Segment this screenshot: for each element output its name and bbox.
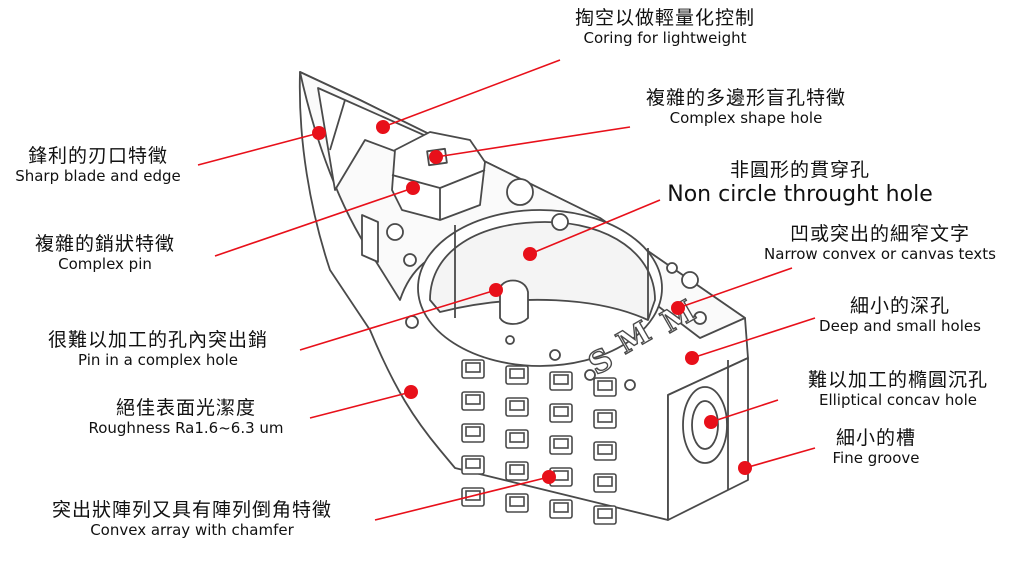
array-boss-chamfer [553, 438, 569, 449]
callout-convex-array-en: Convex array with chamfer [90, 520, 294, 539]
array-boss-chamfer [509, 464, 525, 475]
callout-fine-groove-zh: 細小的槽 [835, 427, 916, 449]
callout-narrow-text-zh: 凹或突出的細窄文字 [789, 223, 971, 245]
callout-coring: 掏空以做輕量化控制 Coring for lightweight [574, 7, 756, 47]
array-boss-chamfer [597, 444, 613, 455]
through-hole-inner [429, 221, 656, 321]
callout-fine-groove-en: Fine groove [832, 448, 920, 467]
callout-non-circle-hole-en: Non circle throught hole [667, 181, 933, 207]
array-boss-chamfer [509, 432, 525, 443]
callout-deep-holes: 細小的深孔 Deep and small holes [819, 295, 981, 335]
array-boss-chamfer [465, 394, 481, 405]
callout-complex-pin-zh: 複雜的銷狀特徵 [34, 233, 176, 255]
callout-pin-in-hole-zh: 很難以加工的孔內突出銷 [47, 329, 269, 351]
array-boss-chamfer [465, 458, 481, 469]
callout-convex-array-zh: 突出狀陣列又具有陣列倒角特徵 [51, 499, 333, 521]
array-boss-chamfer [465, 362, 481, 373]
callout-deep-holes-en: Deep and small holes [819, 316, 981, 335]
array-boss-chamfer [553, 502, 569, 513]
callout-roughness-en: Roughness Ra1.6~6.3 um [88, 418, 284, 437]
array-boss-chamfer [597, 476, 613, 487]
array-boss-chamfer [597, 412, 613, 423]
inner-pin [499, 279, 529, 325]
callout-sharp-edge: 鋒利的刃口特徵 Sharp blade and edge [15, 145, 181, 185]
array-boss-chamfer [509, 496, 525, 507]
callout-dots [312, 120, 752, 484]
callout-coring-en: Coring for lightweight [583, 28, 747, 47]
callout-narrow-text-en: Narrow convex or canvas texts [764, 244, 996, 263]
array-boss-chamfer [509, 400, 525, 411]
callout-complex-pin-en: Complex pin [58, 254, 152, 273]
callout-complex-pin: 複雜的銷狀特徵 Complex pin [34, 233, 176, 273]
callout-fine-groove: 細小的槽 Fine groove [832, 427, 920, 467]
callout-sharp-edge-en: Sharp blade and edge [15, 166, 181, 185]
array-boss-chamfer [553, 406, 569, 417]
callout-sharp-edge-zh: 鋒利的刃口特徵 [27, 145, 169, 167]
callout-non-circle-hole-zh: 非圓形的貫穿孔 [729, 159, 871, 181]
array-boss-chamfer [597, 508, 613, 519]
callout-roughness-zh: 絕佳表面光潔度 [115, 397, 257, 419]
callout-pin-in-hole-en: Pin in a complex hole [78, 350, 238, 369]
callout-coring-zh: 掏空以做輕量化控制 [574, 7, 756, 29]
callout-complex-shape-hole: 複雜的多邊形盲孔特徵 Complex shape hole [645, 87, 847, 127]
array-boss-chamfer [553, 374, 569, 385]
top-pin [391, 131, 486, 221]
callout-non-circle-hole: 非圓形的貫穿孔 Non circle throught hole [667, 159, 933, 207]
array-boss-chamfer [553, 470, 569, 481]
callout-elliptical-hole-en: Elliptical concav hole [818, 390, 978, 409]
callout-elliptical-hole: 難以加工的橢圓沉孔 Elliptical concav hole [807, 369, 989, 409]
array-boss-chamfer [597, 380, 613, 391]
callout-complex-shape-hole-en: Complex shape hole [669, 108, 823, 127]
callout-roughness: 絕佳表面光潔度 Roughness Ra1.6~6.3 um [88, 397, 284, 437]
array-boss-chamfer [509, 368, 525, 379]
callout-convex-array: 突出狀陣列又具有陣列倒角特徵 Convex array with chamfer [51, 499, 333, 539]
callout-elliptical-hole-zh: 難以加工的橢圓沉孔 [807, 369, 989, 391]
callout-complex-shape-hole-zh: 複雜的多邊形盲孔特徵 [645, 87, 847, 109]
convex-array [461, 359, 617, 525]
array-boss-chamfer [465, 426, 481, 437]
callout-deep-holes-zh: 細小的深孔 [849, 295, 950, 317]
callout-pin-in-hole: 很難以加工的孔內突出銷 Pin in a complex hole [47, 329, 269, 369]
callout-narrow-text: 凹或突出的細窄文字 Narrow convex or canvas texts [764, 223, 996, 263]
